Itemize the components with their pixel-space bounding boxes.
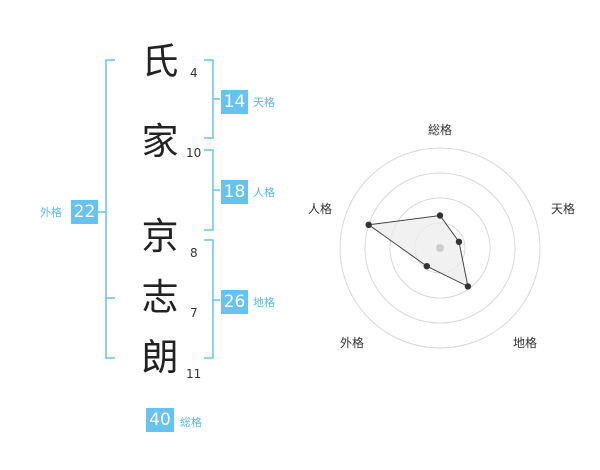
soukaku-value-badge: 40 xyxy=(146,408,174,432)
name-char-1: 氏 xyxy=(141,40,179,83)
radar-axis-label-gaikaku: 外格 xyxy=(339,336,364,350)
radar-point xyxy=(464,283,472,290)
name-char-2: 家 xyxy=(141,120,179,163)
stroke-count-5: 11 xyxy=(186,367,202,381)
radar-ring xyxy=(339,147,541,349)
stroke-count-3: 8 xyxy=(190,246,198,260)
tenkaku-label: 天格 xyxy=(253,96,275,109)
stroke-count-1: 4 xyxy=(190,66,198,80)
radar-point xyxy=(455,238,463,245)
name-char-4: 志 xyxy=(141,276,179,319)
jinkaku-value-badge: 18 xyxy=(221,180,248,204)
radar-point xyxy=(436,212,444,219)
stroke-count-4: 7 xyxy=(190,306,198,320)
radar-ring xyxy=(389,197,491,299)
radar-axis-label-jinkaku: 人格 xyxy=(307,202,332,216)
chikaku-value-badge: 26 xyxy=(221,290,248,314)
radar-points xyxy=(365,212,472,290)
radar-shape xyxy=(367,214,469,288)
gaikaku-value-badge: 22 xyxy=(71,200,98,224)
name-char-5: 朗 xyxy=(141,336,179,379)
tenkaku-value-badge: 14 xyxy=(221,90,248,114)
radar-point xyxy=(423,263,430,270)
radar-center-dot xyxy=(436,244,444,252)
jinkaku-label: 人格 xyxy=(253,186,275,199)
radar-point xyxy=(365,221,372,228)
gaikaku-label: 外格 xyxy=(40,206,62,219)
radar-axis-label-chikaku: 地格 xyxy=(512,336,537,350)
radar-axis-label-tenkaku: 天格 xyxy=(550,202,575,216)
stroke-count-2: 10 xyxy=(186,146,202,160)
soukaku-label: 総格 xyxy=(180,416,202,429)
name-char-3: 京 xyxy=(141,215,179,258)
radar-axis-label-soukaku: 総格 xyxy=(427,123,452,137)
radar-ring xyxy=(364,172,516,324)
chikaku-label: 地格 xyxy=(253,296,275,309)
